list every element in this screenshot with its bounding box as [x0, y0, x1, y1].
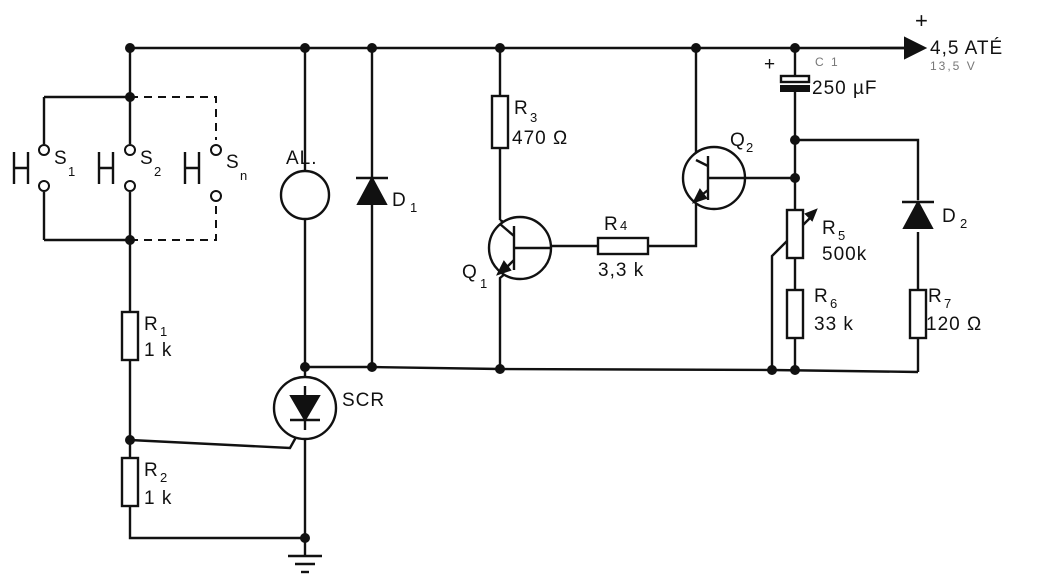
scr-label: SCR [342, 390, 385, 411]
transistor-q1: Q 1 [462, 215, 553, 291]
supply-polarity: + [915, 8, 928, 33]
switch-s2: S 2 [97, 144, 161, 192]
ground-icon [288, 554, 322, 574]
c1-value: 250 µF [812, 78, 878, 99]
d2-name: D [942, 206, 957, 227]
r1-index: 1 [160, 324, 167, 339]
s1-index: 1 [68, 164, 75, 179]
resistor-r7: R 7 120 Ω [908, 286, 982, 340]
alarm-label: AL. [286, 148, 318, 169]
d1-name: D [392, 190, 407, 211]
r7-name: R [928, 286, 943, 307]
potentiometer-r5: R 5 500k [785, 208, 867, 265]
r5-name: R [822, 218, 837, 239]
r3-value: 470 Ω [512, 128, 568, 149]
lower-rail [305, 365, 919, 374]
r5-index: 5 [838, 228, 845, 243]
supply-arrow-icon [904, 36, 928, 60]
scr-gate-wire [129, 429, 302, 450]
diode-d2: D 2 [902, 199, 967, 231]
r7-index: 7 [944, 296, 951, 311]
r6-index: 6 [830, 296, 837, 311]
r6-value: 33 k [814, 314, 854, 335]
s2-index: 2 [154, 164, 161, 179]
switch-bottom-bus-dashed [130, 202, 217, 241]
capacitor-c1: + C 1 250 µF [764, 54, 878, 99]
thyristor-scr: SCR [272, 375, 385, 441]
r1-name: R [144, 314, 159, 335]
switch-top-bus-dashed [130, 96, 217, 140]
d2-index: 2 [960, 216, 967, 231]
transistor-q2: Q 2 [681, 130, 753, 211]
q1-name: Q [462, 262, 478, 283]
r4-value: 3,3 k [598, 260, 644, 281]
r1-value: 1 k [144, 340, 172, 361]
r7-value: 120 Ω [926, 314, 982, 335]
s2-label: S [140, 148, 154, 169]
diode-d1: D 1 [356, 175, 417, 215]
s1-label: S [54, 148, 68, 169]
alarm-al: AL. [279, 148, 331, 221]
resistor-r1: R 1 1 k [120, 310, 172, 362]
c1-name: C 1 [815, 55, 840, 69]
r5-wiper-arrow-icon [804, 208, 818, 222]
resistor-r2: R 2 1 k [120, 456, 172, 509]
d1-index: 1 [410, 200, 417, 215]
resistor-r6: R 6 33 k [785, 286, 854, 340]
r3-index: 3 [530, 110, 537, 125]
sn-label: S [226, 152, 240, 173]
right-branch [795, 138, 920, 372]
resistor-r3: R 3 470 Ω [490, 94, 568, 150]
sn-index: n [240, 168, 247, 183]
r4-name: R [604, 214, 619, 235]
q2-index: 2 [746, 140, 753, 155]
r2-index: 2 [160, 470, 167, 485]
r2-value: 1 k [144, 488, 172, 509]
junction-dots [125, 43, 800, 543]
supply-terminal: + 4,5 ATÉ 13,5 V [915, 8, 1003, 73]
resistor-r4: R 4 3,3 k [596, 214, 650, 281]
r6-name: R [814, 286, 829, 307]
r4-index: 4 [620, 218, 627, 233]
q1-emitter-wire [498, 267, 513, 369]
switch-sn: S n [183, 144, 247, 202]
r3-name: R [514, 98, 529, 119]
c1-polarity: + [764, 54, 776, 75]
supply-voltage-faint: 13,5 V [930, 59, 977, 73]
q2-name: Q [730, 130, 746, 151]
r2-name: R [144, 460, 159, 481]
switch-s1: S 1 [12, 144, 75, 192]
supply-voltage: 4,5 ATÉ [930, 38, 1003, 59]
r5-value: 500k [822, 244, 867, 265]
q1-index: 1 [480, 276, 487, 291]
